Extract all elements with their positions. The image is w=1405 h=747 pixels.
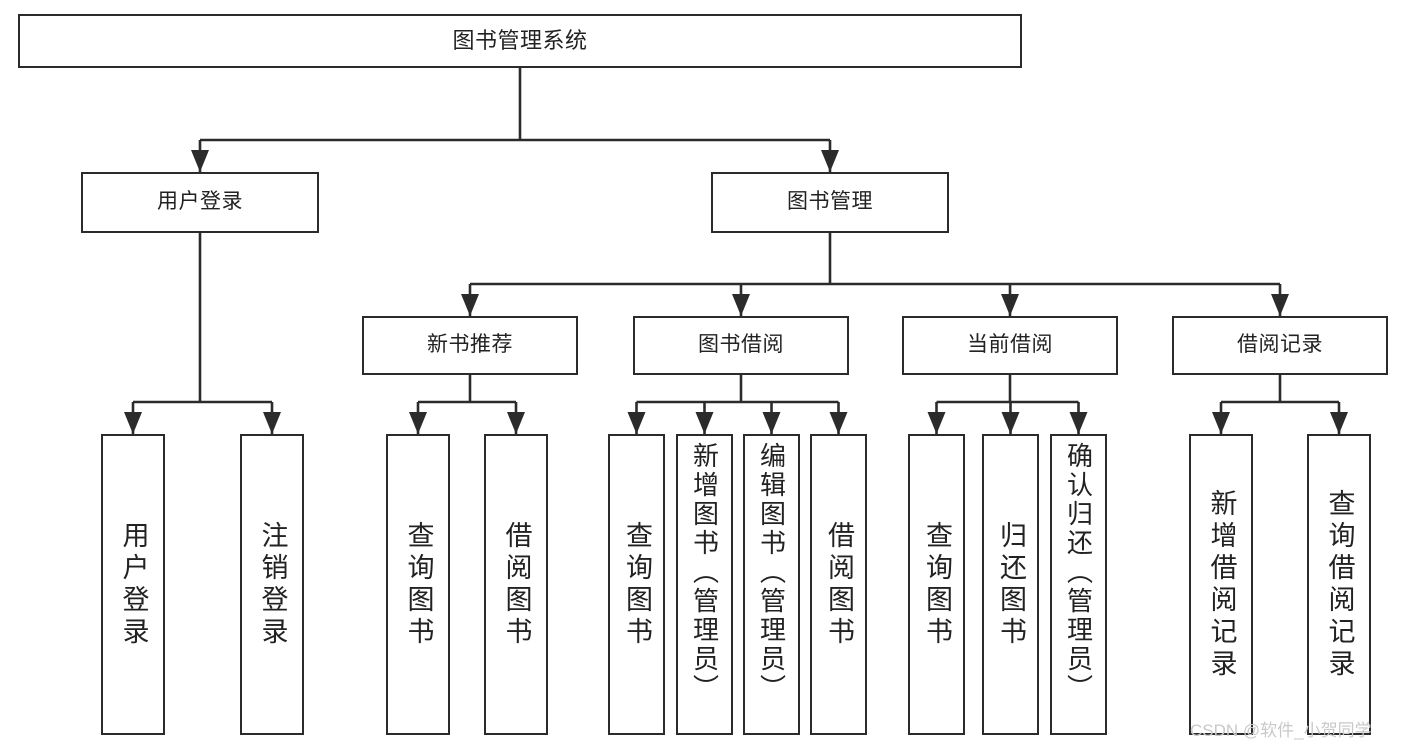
node-b2[interactable]: 新增图书（管理员） xyxy=(676,434,733,735)
node-borrow[interactable]: 图书借阅 xyxy=(633,316,849,375)
node-l2[interactable]: 注销登录 xyxy=(240,434,304,735)
node-label: 编辑图书（管理员） xyxy=(756,442,787,703)
csdn-watermark: CSDN @软件_小贺同学 xyxy=(1190,721,1372,740)
arrowhead-icon xyxy=(461,294,479,316)
arrowhead-icon xyxy=(695,412,714,434)
arrowhead-icon xyxy=(627,412,646,434)
node-label: 查询图书 xyxy=(622,520,652,649)
arrowhead-icon xyxy=(124,412,142,434)
node-newbook[interactable]: 新书推荐 xyxy=(362,316,578,375)
node-label: 借阅记录 xyxy=(1237,333,1323,357)
arrowhead-icon xyxy=(507,412,525,434)
arrowhead-icon xyxy=(263,412,281,434)
node-l1[interactable]: 用户登录 xyxy=(101,434,165,735)
node-b4[interactable]: 借阅图书 xyxy=(810,434,867,735)
node-root[interactable]: 图书管理系统 xyxy=(18,14,1022,68)
node-b1[interactable]: 查询图书 xyxy=(608,434,665,735)
arrowhead-icon xyxy=(191,150,209,172)
node-label: 借阅图书 xyxy=(501,520,532,649)
node-n2[interactable]: 借阅图书 xyxy=(484,434,548,735)
arrowhead-icon xyxy=(927,412,946,434)
arrowhead-icon xyxy=(1069,412,1088,434)
arrowhead-icon xyxy=(821,150,839,172)
node-login[interactable]: 用户登录 xyxy=(81,172,319,233)
node-records[interactable]: 借阅记录 xyxy=(1172,316,1388,375)
node-label: 图书管理系统 xyxy=(452,28,588,54)
node-current[interactable]: 当前借阅 xyxy=(902,316,1118,375)
node-label: 新增图书（管理员） xyxy=(689,442,720,703)
arrowhead-icon xyxy=(1212,412,1230,434)
node-c1[interactable]: 查询图书 xyxy=(908,434,965,735)
arrowhead-icon xyxy=(1330,412,1348,434)
node-label: 确认归还（管理员） xyxy=(1063,442,1094,703)
arrowhead-icon xyxy=(732,294,750,316)
arrowhead-icon xyxy=(829,412,848,434)
node-label: 用户登录 xyxy=(118,520,149,649)
node-label: 归还图书 xyxy=(996,520,1026,649)
node-r2[interactable]: 查询借阅记录 xyxy=(1307,434,1371,735)
node-label: 借阅图书 xyxy=(824,520,854,649)
node-r1[interactable]: 新增借阅记录 xyxy=(1189,434,1253,735)
node-label: 查询图书 xyxy=(403,520,434,649)
node-label: 注销登录 xyxy=(257,520,288,649)
node-c2[interactable]: 归还图书 xyxy=(982,434,1039,735)
node-label: 新增借阅记录 xyxy=(1206,488,1237,681)
arrowhead-icon xyxy=(1001,294,1019,316)
arrowhead-icon xyxy=(1271,294,1289,316)
arrowhead-icon xyxy=(762,412,781,434)
node-label: 查询图书 xyxy=(922,520,952,649)
arrowhead-icon xyxy=(409,412,427,434)
node-c3[interactable]: 确认归还（管理员） xyxy=(1050,434,1107,735)
node-b3[interactable]: 编辑图书（管理员） xyxy=(743,434,800,735)
node-n1[interactable]: 查询图书 xyxy=(386,434,450,735)
node-label: 当前借阅 xyxy=(967,333,1053,357)
node-bookmgmt[interactable]: 图书管理 xyxy=(711,172,949,233)
node-label: 用户登录 xyxy=(157,190,243,214)
node-label: 图书借阅 xyxy=(698,333,784,357)
node-label: 新书推荐 xyxy=(427,333,513,357)
node-label: 查询借阅记录 xyxy=(1324,488,1355,681)
node-label: 图书管理 xyxy=(787,190,873,214)
arrowhead-icon xyxy=(1001,412,1020,434)
